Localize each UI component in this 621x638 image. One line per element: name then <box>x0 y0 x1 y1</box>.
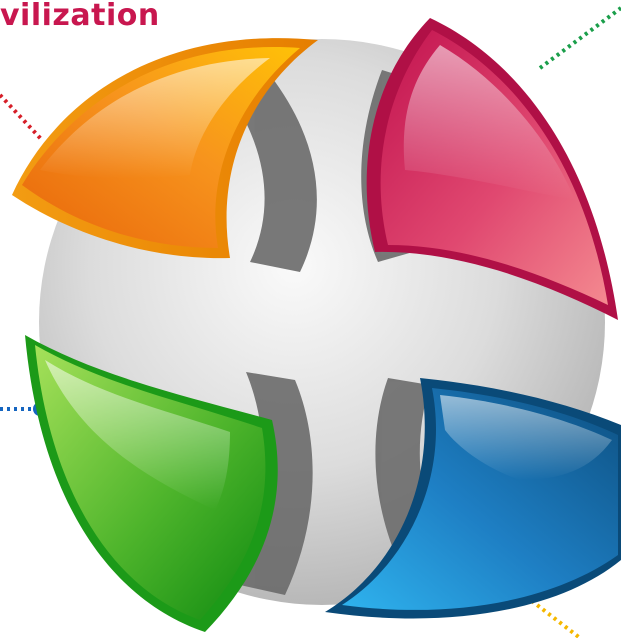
pink-segment[interactable] <box>366 18 618 320</box>
green-segment[interactable] <box>25 335 278 632</box>
blue-segment[interactable] <box>325 378 621 619</box>
connector-red <box>0 93 44 142</box>
diagram-title: vilization <box>0 0 160 33</box>
orange-segment[interactable] <box>12 38 318 259</box>
connector-green <box>538 6 621 70</box>
